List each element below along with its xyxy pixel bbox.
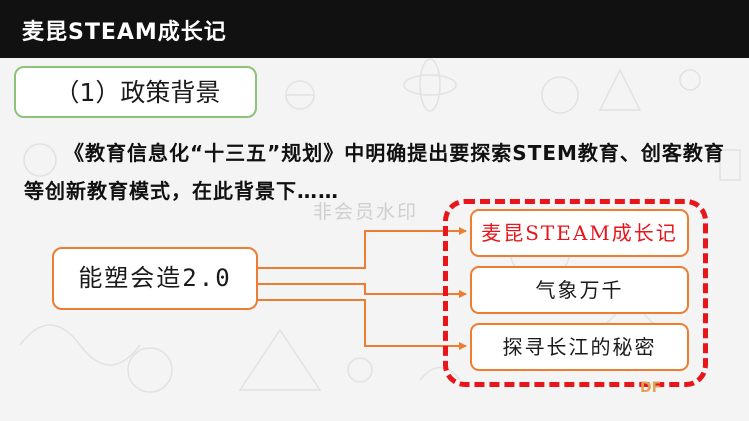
df-logo: DF — [640, 380, 662, 396]
policy-heading: （1）政策背景 — [54, 78, 221, 107]
source-label: 能塑会造2.0 — [78, 264, 232, 292]
watermark-text: 非会员水印 — [313, 201, 419, 223]
policy-heading-box: （1）政策背景 — [14, 66, 257, 118]
intro-paragraph: 《教育信息化“十三五”规划》中明确提出要探索STEM教育、创客教育等创新教育模式… — [24, 141, 725, 203]
target-label-1: 麦昆STEAM成长记 — [481, 221, 678, 245]
target-label-3: 探寻长江的秘密 — [502, 335, 657, 359]
target-box-3: 探寻长江的秘密 — [470, 323, 689, 371]
connector-arrow-1 — [258, 227, 467, 269]
source-box: 能塑会造2.0 — [52, 247, 258, 310]
target-label-2: 气象万千 — [535, 278, 624, 302]
connector-arrow-2 — [258, 283, 467, 298]
target-box-1: 麦昆STEAM成长记 — [470, 209, 689, 257]
highlight-frame — [443, 199, 708, 387]
target-box-2: 气象万千 — [470, 266, 689, 314]
connector-arrow-3 — [258, 299, 467, 350]
header-title: 麦昆STEAM成长记 — [22, 20, 227, 45]
header-bar: 麦昆STEAM成长记 — [0, 0, 749, 58]
